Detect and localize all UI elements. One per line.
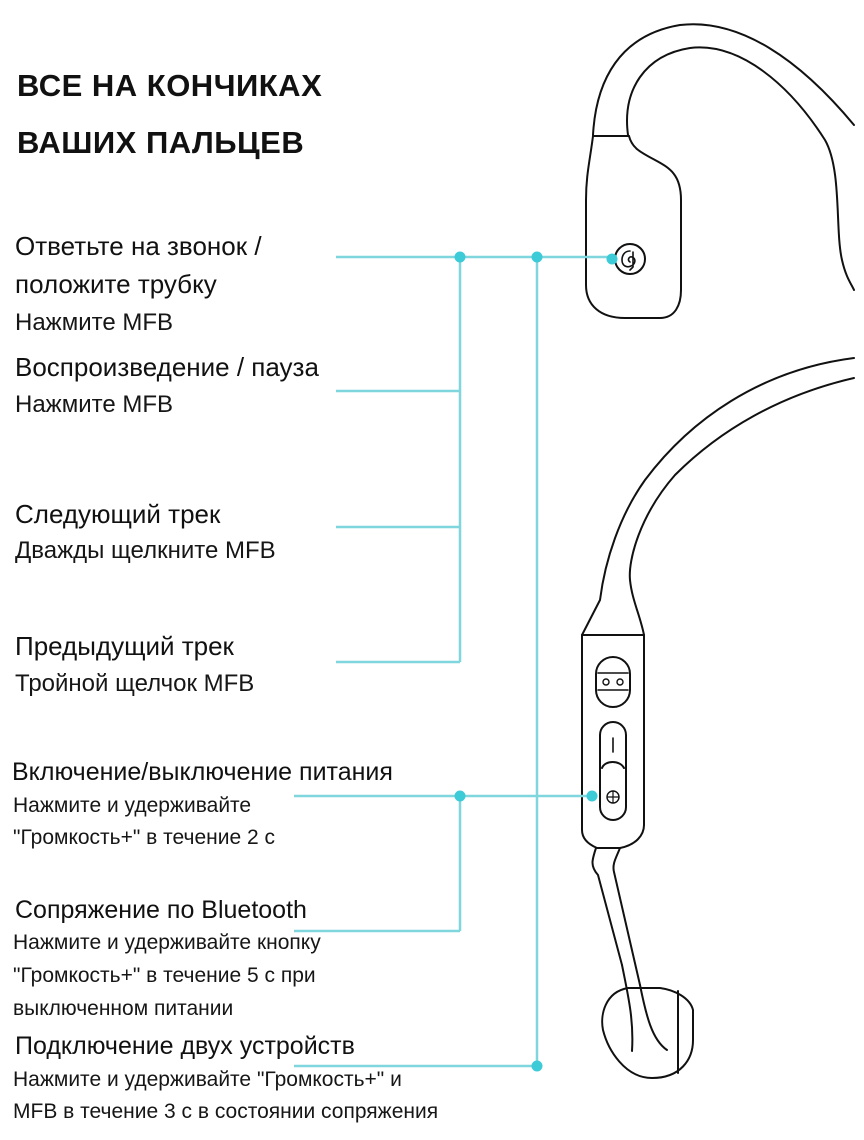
function-action: Нажмите и удерживайте [13, 794, 252, 817]
page-title-line-1: ВСЕ НА КОНЧИКАХ [17, 68, 323, 103]
page-title-line-2: ВАШИХ ПАЛЬЦЕВ [17, 125, 305, 160]
function-action: Нажмите MFB [15, 391, 174, 418]
function-action: Нажмите и удерживайте "Громкость+" и [13, 1068, 402, 1091]
multifunction-button-icon [621, 250, 636, 271]
function-action: Нажмите и удерживайте кнопку [13, 931, 321, 954]
upper-transducer [585, 135, 682, 319]
function-heading: Воспроизведение / пауза [15, 352, 319, 382]
function-action: "Громкость+" в течение 5 с при [13, 964, 316, 987]
function-heading: Подключение двух устройств [15, 1032, 355, 1060]
function-action: "Громкость+" в течение 2 с [13, 826, 275, 849]
lower-transducer [601, 987, 694, 1079]
function-action: Дважды щелкните MFB [15, 537, 276, 564]
volume-divider [601, 761, 625, 769]
function-action: выключенном питании [13, 997, 234, 1020]
function-heading: Ответьте на звонок / [15, 231, 262, 261]
cable-left [591, 847, 623, 966]
neckband-inner [628, 377, 855, 636]
ear-hook-outer [592, 23, 855, 136]
callout-dot [454, 251, 466, 263]
cable-right [612, 847, 641, 986]
function-heading: Следующий трек [15, 499, 221, 529]
headphone-outline [581, 23, 855, 1079]
callout-dot [531, 251, 543, 263]
ear-hook-inner [626, 46, 855, 291]
volume-rocker [599, 721, 627, 821]
function-action: Нажмите MFB [15, 309, 174, 336]
charging-port-icon [595, 656, 631, 708]
neckband-outer [581, 357, 855, 636]
callout-dots [454, 251, 618, 1072]
function-action: Тройной щелчок MFB [15, 670, 255, 697]
function-heading: Включение/выключение питания [12, 758, 393, 786]
function-heading: положите трубку [15, 269, 217, 299]
function-action: MFB в течение 3 с в состоянии сопряжения [13, 1100, 439, 1123]
function-heading: Предыдущий трек [15, 631, 234, 661]
callout-dot-volume-plus [586, 790, 598, 802]
callout-lines [294, 255, 612, 1068]
callout-dot-mfb [606, 253, 618, 265]
callout-dot [454, 790, 466, 802]
callout-dot [531, 1060, 543, 1072]
function-heading: Сопряжение по Bluetooth [15, 896, 307, 924]
